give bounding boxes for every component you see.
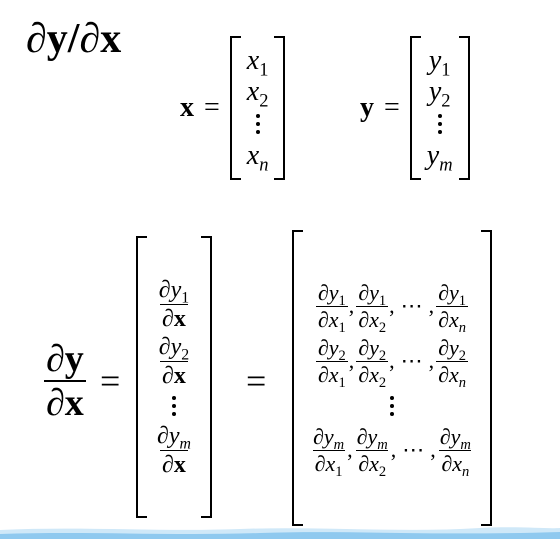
derivative-lhs: ∂y ∂x (44, 338, 86, 424)
left-bracket (409, 36, 421, 180)
equals-sign: = (204, 92, 220, 123)
vector-y-definition: y = y1 y2 ym (360, 36, 470, 180)
entry-x2: x2 (246, 76, 269, 111)
vector-x-definition: x = x1 x2 xn (180, 36, 286, 180)
equals-sign: = (384, 92, 400, 123)
equals-sign-2: = (246, 361, 267, 401)
jacobian-matrix: ∂y1∂x1, ∂y1∂x2, ⋯, ∂y1∂xn ∂y2∂x1, ∂y2∂x2… (292, 230, 492, 526)
right-bracket (458, 36, 470, 180)
vertical-ellipsis (437, 113, 442, 134)
entry-ym: ym (426, 139, 453, 175)
entry-x1: x1 (246, 44, 269, 80)
matrix-row-2: ∂y2∂x1, ∂y2∂x2, ⋯, ∂y2∂xn (315, 334, 469, 391)
matrix-row-1: ∂y1∂x1, ∂y1∂x2, ⋯, ∂y1∂xn (315, 279, 469, 336)
equals-sign-1: = (100, 361, 121, 401)
vector-y-entries: y1 y2 ym (421, 44, 459, 175)
right-bracket (274, 36, 286, 180)
entry-y2: y2 (428, 76, 451, 111)
matrix-row-m: ∂ym∂x1, ∂ym∂x2, ⋯, ∂ym∂xn (312, 423, 472, 480)
vertical-ellipsis (255, 113, 260, 134)
col-entry-m: ∂ym ∂x (157, 422, 191, 478)
column-vector: ∂y1 ∂x ∂y2 ∂x ∂ym ∂x (136, 236, 212, 518)
vector-x-label: x (180, 92, 194, 123)
col-entry-2: ∂y2 ∂x (158, 333, 190, 389)
vertical-ellipsis (171, 395, 176, 416)
vector-x-entries: x1 x2 xn (241, 44, 275, 175)
vertical-ellipsis (389, 395, 394, 416)
col-entry-1: ∂y1 ∂x (158, 276, 190, 332)
entry-xn: xn (246, 139, 269, 175)
title: ∂y/∂x (26, 16, 122, 62)
vector-y-label: y (360, 92, 374, 123)
left-bracket (229, 36, 241, 180)
decorative-wave-strip (0, 527, 560, 539)
entry-y1: y1 (428, 44, 451, 80)
